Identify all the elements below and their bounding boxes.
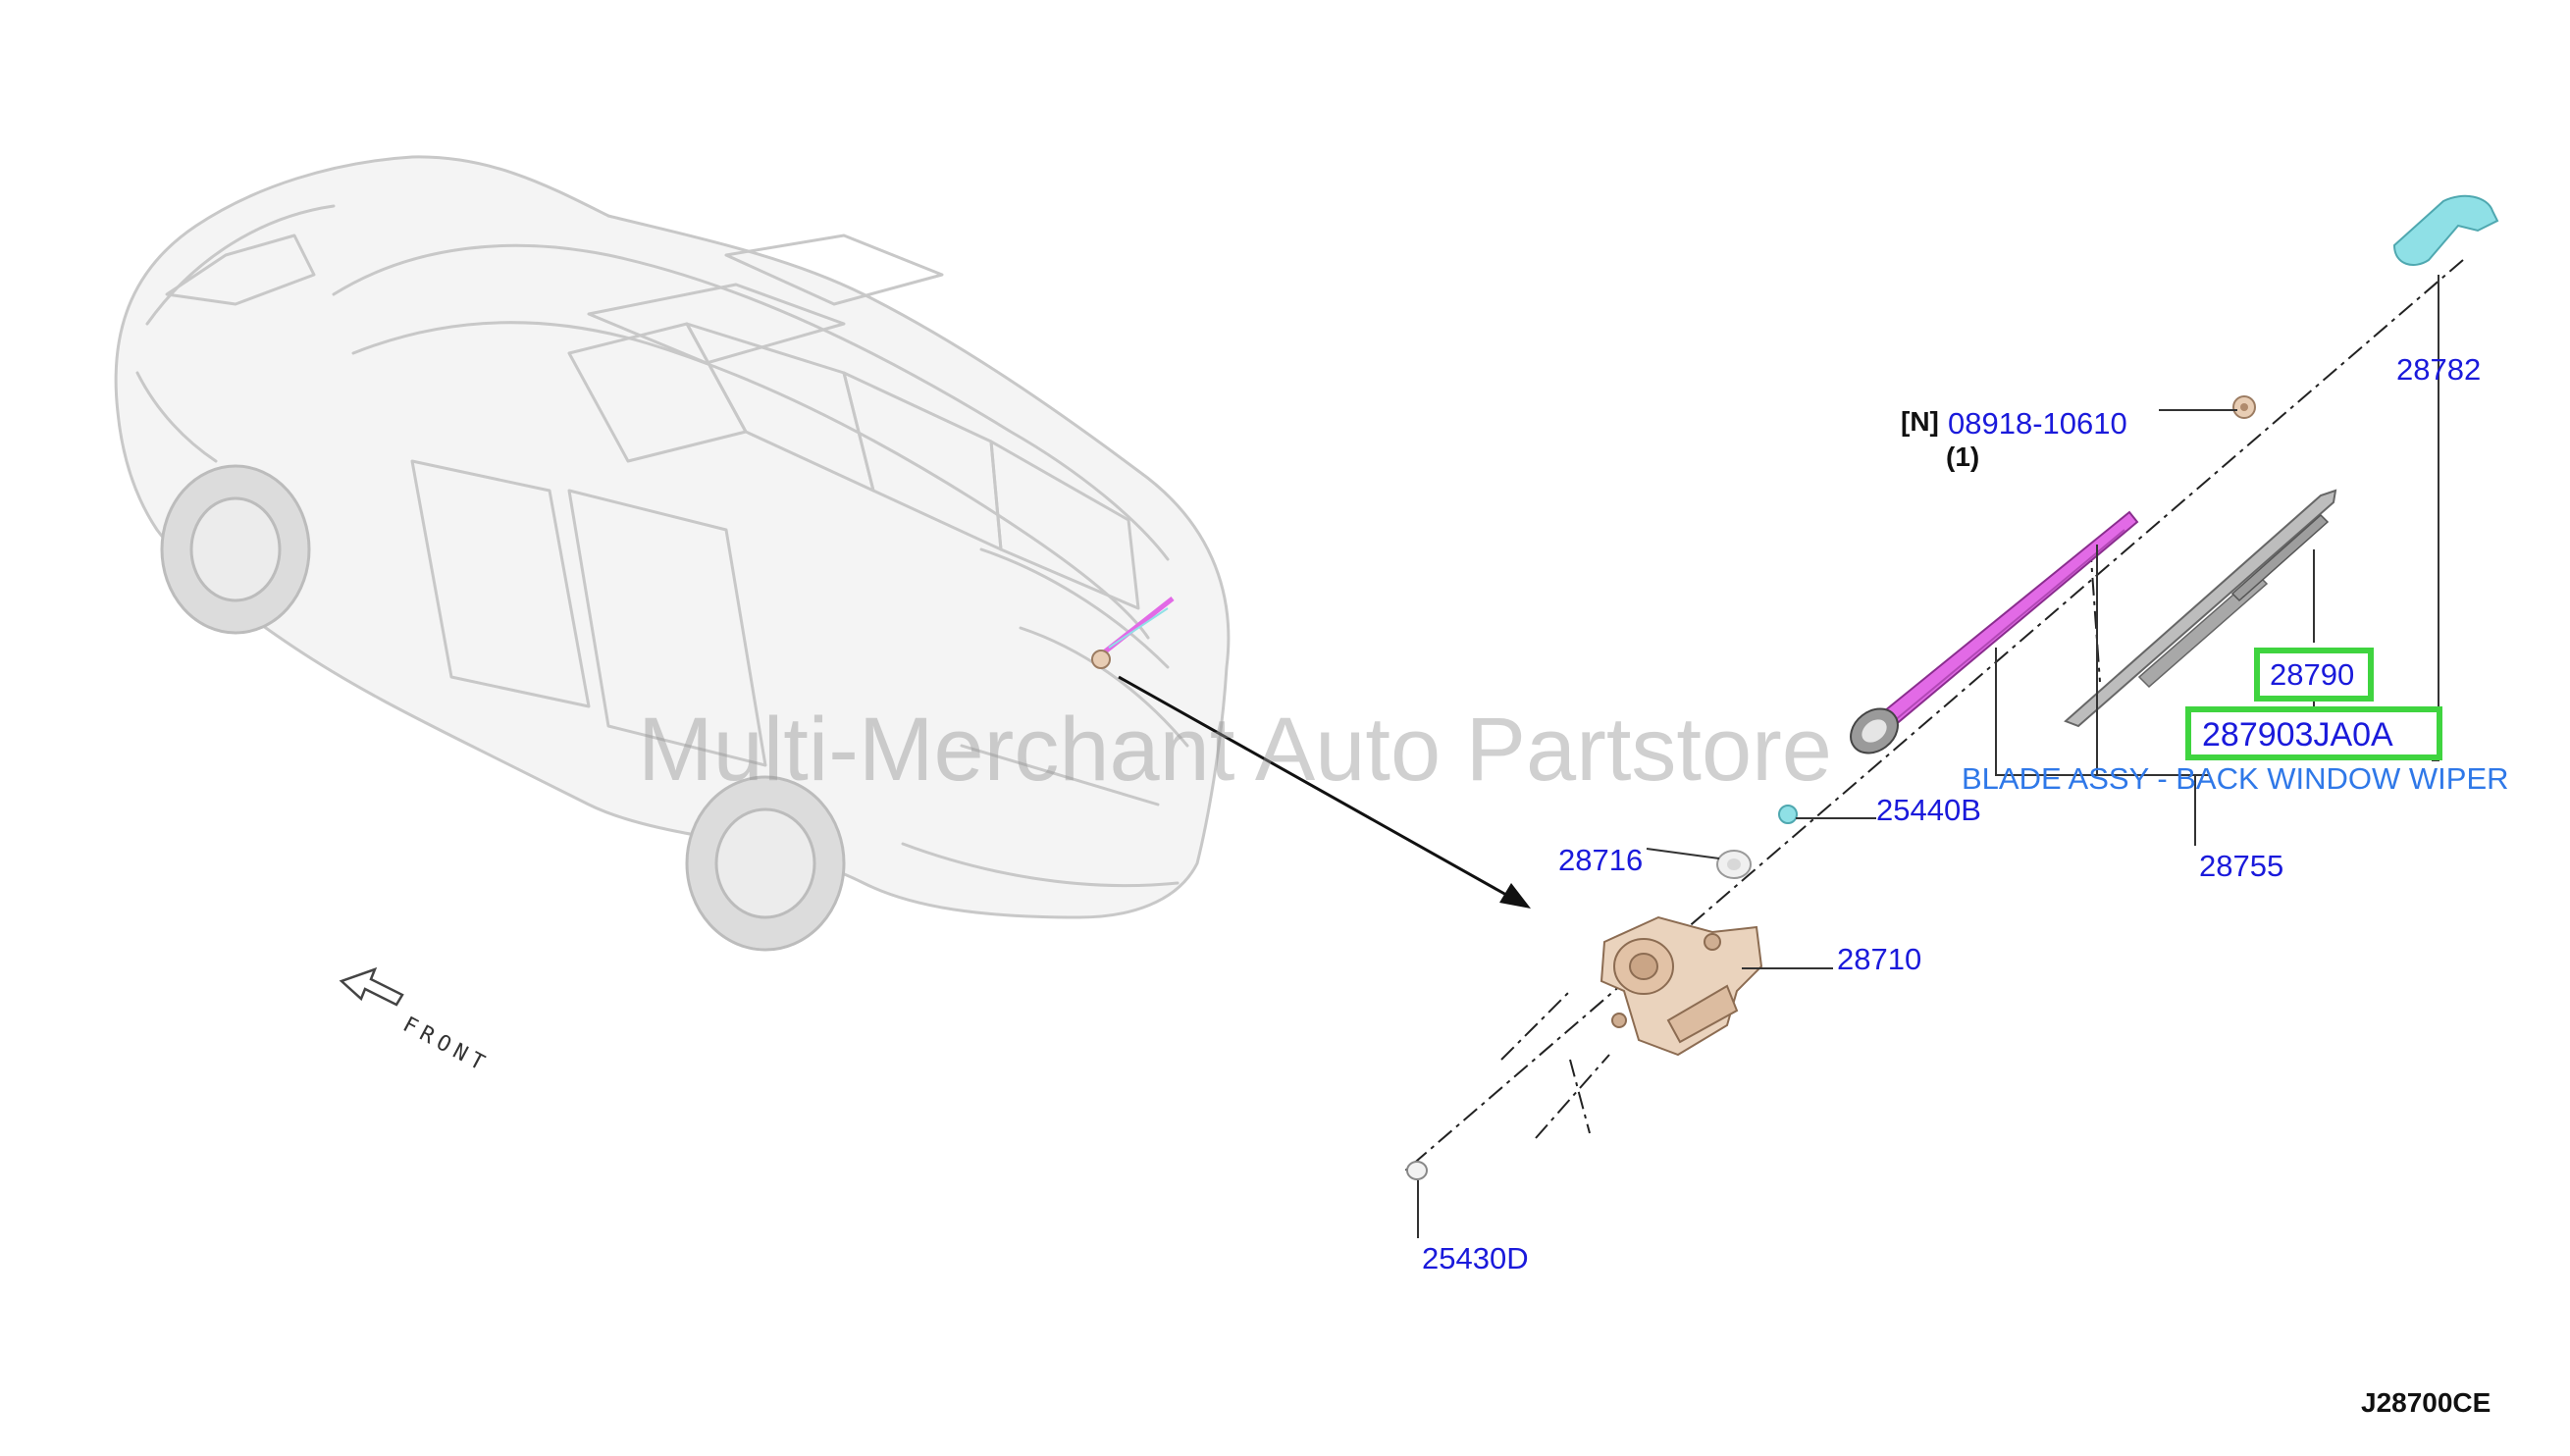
part-description: BLADE ASSY - BACK WINDOW WIPER [1962,761,2509,796]
part-label-08918-10610[interactable]: 08918-10610 [1948,406,2127,441]
part-label-28790[interactable]: 28790 [2270,657,2355,692]
wiper-cap-part [2392,194,2499,266]
bolt-part [1406,1161,1428,1180]
callout-arrow [1118,675,1531,909]
part-quantity: (1) [1946,442,1980,472]
part-label-25430D[interactable]: 25430D [1422,1241,1529,1275]
part-label-28716[interactable]: 28716 [1558,843,1644,877]
front-arrow-icon [339,966,404,1007]
watermark: Multi-Merchant Auto Partstore [638,700,1832,800]
car-wiper-location [1091,597,1175,669]
part-label-28755[interactable]: 28755 [2199,849,2284,883]
nut-part [2232,395,2256,419]
diagram-code: J28700CE [2361,1387,2491,1418]
wiper-motor-part [1600,915,1763,1057]
part-label-28710[interactable]: 28710 [1837,942,1922,976]
part-label-25440B[interactable]: 25440B [1876,793,1981,827]
leader-lines [1417,275,2439,1238]
part-number-287903JA0A[interactable]: 287903JA0A [2202,716,2393,754]
wiper-blade-part [2064,489,2337,728]
highlight-box-28790 [2254,648,2374,702]
vehicle-illustration [114,155,1231,919]
wheels [160,464,846,952]
new-part-marker: [N] [1901,406,1939,437]
assembly-centerline [1402,259,2464,1173]
small-nut-part [1778,805,1798,824]
part-label-28782[interactable]: 28782 [2396,352,2482,387]
wiper-arm-part [1850,510,2139,754]
highlight-box-287903JA0A [2185,706,2442,760]
grommet-part [1716,850,1752,879]
